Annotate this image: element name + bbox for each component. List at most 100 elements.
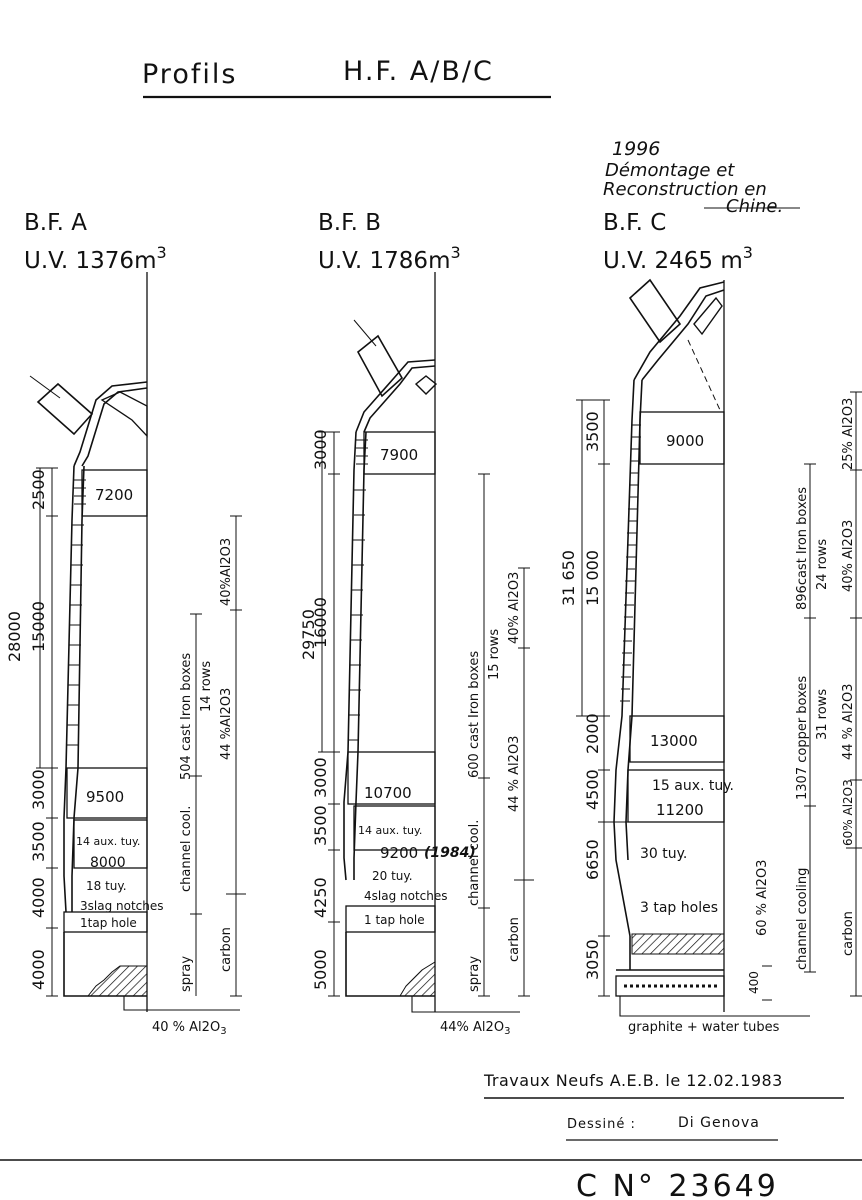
note-line-2: Démontage et — [605, 160, 735, 181]
furnace-b-carbon: carbon — [507, 917, 522, 962]
furnace-c-aux-tuyeres: 15 aux. tuy. — [652, 778, 734, 794]
furnace-b-dim-4: 3500 — [311, 805, 330, 846]
furnace-b-alumina-40: 40% Al2O3 — [507, 572, 522, 644]
furnace-a-uptake — [36, 382, 94, 436]
furnace-c: B.F. C U.V. 2465 m3 9000 13000 — [559, 210, 862, 1035]
furnace-a-aux-tuyeres: 14 aux. tuy. — [76, 835, 140, 848]
furnace-c-alumina-40: 40% Al2O3 — [841, 520, 856, 592]
furnace-b-rows: 15 rows — [487, 629, 502, 680]
furnace-a-dim-6: 4000 — [29, 949, 48, 990]
furnace-b-dim-2: 16000 — [311, 597, 330, 648]
furnace-c-width-hearth: 11200 — [656, 801, 704, 819]
furnace-c-dim-400: 400 — [747, 971, 761, 994]
furnace-c-tuyeres: 30 tuy. — [640, 846, 687, 862]
furnace-a-carbon: carbon — [219, 927, 234, 972]
furnace-c-alumina-60-far: 60% Al2O3 — [841, 779, 855, 846]
furnace-a: B.F. A U.V. 1376m3 7200 9500 — [5, 210, 246, 1037]
furnace-b-dim-6: 5000 — [311, 949, 330, 990]
furnace-c-alumina-60: 60 % Al2O3 — [755, 860, 770, 936]
furnace-b-slag-notches: 4slag notches — [364, 889, 448, 903]
furnace-c-volume: U.V. 2465 m3 — [603, 243, 753, 274]
furnace-b-width-hearth: 9200 — [380, 844, 418, 862]
furnace-a-alumina-40: 40%Al2O3 — [219, 538, 234, 606]
furnace-a-rows: 14 rows — [199, 661, 214, 712]
drawing-number: C N° 23649 — [576, 1169, 779, 1200]
furnace-c-dim-1: 3500 — [583, 411, 602, 452]
furnace-b-staves — [348, 439, 368, 741]
furnace-a-width-top: 7200 — [95, 486, 133, 504]
furnace-a-name: B.F. A — [24, 210, 87, 236]
furnace-a-dim-2: 15000 — [29, 601, 48, 652]
furnace-b-cast-iron-boxes: 600 cast Iron boxes — [467, 651, 482, 778]
furnace-a-dim-5: 4000 — [29, 877, 48, 918]
furnace-b-dim-5: 4250 — [311, 877, 330, 918]
furnace-a-width-hearth: 8000 — [90, 855, 126, 871]
furnace-a-tap-hole: 1tap hole — [80, 916, 137, 930]
note-year: 1996 — [612, 138, 660, 160]
furnace-c-alumina-25: 25% Al2O3 — [841, 398, 856, 470]
furnace-c-base: graphite + water tubes — [628, 1020, 780, 1035]
furnace-b-spray: spray — [467, 956, 482, 992]
furnace-b-dim-3: 3000 — [311, 757, 330, 798]
footer-drawn-name: Di Genova — [678, 1115, 760, 1131]
furnace-c-dim-total: 31 650 — [559, 550, 578, 606]
furnace-c-tap-holes: 3 tap holes — [640, 900, 718, 916]
furnace-b-dim-1: 3000 — [311, 429, 330, 470]
furnace-b-year-note: (1984) — [424, 845, 476, 861]
furnace-b-tuyeres: 20 tuy. — [372, 869, 413, 883]
footer-travaux: Travaux Neufs A.E.B. le 12.02.1983 — [483, 1071, 783, 1090]
furnace-c-rows-31: 31 rows — [815, 689, 830, 740]
furnace-a-alumina-44: 44 %Al2O3 — [219, 688, 234, 760]
furnace-a-volume: U.V. 1376m3 — [24, 243, 167, 274]
furnace-b-channel-cool: channel cool. — [467, 820, 482, 906]
furnace-a-cast-iron-boxes: 504 cast Iron boxes — [179, 653, 194, 780]
footer-drawn-label: Dessiné : — [567, 1117, 636, 1132]
furnace-b-tap-hole: 1 tap hole — [364, 913, 425, 927]
furnace-a-staves — [67, 479, 86, 746]
furnace-a-dim-4: 3500 — [29, 821, 48, 862]
furnace-c-rows-24: 24 rows — [815, 539, 830, 590]
furnace-b-dim-total: 29750 — [299, 609, 318, 660]
furnace-b: B.F. B U.V. 1786m3 7900 10700 9200 (1984… — [299, 210, 534, 1037]
furnace-b-volume: U.V. 1786m3 — [318, 243, 461, 274]
furnace-a-dim-1: 2500 — [29, 469, 48, 510]
furnace-b-width-top: 7900 — [380, 446, 418, 464]
furnace-c-width-belly: 13000 — [650, 732, 698, 750]
furnace-b-width-belly: 10700 — [364, 784, 412, 802]
furnace-a-tuyeres: 18 tuy. — [86, 879, 127, 893]
furnace-b-uptake — [356, 334, 404, 398]
furnace-a-slag-notches: 3slag notches — [80, 899, 164, 913]
title-profils: Profils — [142, 59, 237, 90]
furnace-b-alumina-44: 44 % Al2O3 — [507, 736, 522, 812]
furnace-c-dim-4: 4500 — [583, 769, 602, 810]
furnace-b-hearth-block — [399, 961, 436, 997]
furnace-c-channel-cooling: channel cooling — [795, 868, 810, 970]
furnace-c-dim-6: 3050 — [583, 939, 602, 980]
furnace-c-width-top: 9000 — [666, 432, 704, 450]
furnace-a-base-lining: 40 % Al2O3 — [152, 1020, 227, 1037]
note-line-3: Reconstruction en — [603, 179, 767, 200]
furnace-c-hearth-block — [631, 933, 725, 955]
furnace-a-channel-cool: channel cool. — [179, 806, 194, 892]
furnace-c-copper-boxes: 1307 copper boxes — [795, 676, 810, 800]
furnace-c-dim-2: 15 000 — [583, 550, 602, 606]
furnace-c-name: B.F. C — [603, 210, 666, 236]
handwritten-note: 1996 Démontage et Reconstruction en Chin… — [603, 138, 800, 217]
furnace-c-alumina-44: 44 % Al2O3 — [841, 684, 856, 760]
furnace-c-cast-iron-boxes: 896cast Iron boxes — [795, 487, 810, 610]
furnace-a-dim-total: 28000 — [5, 611, 24, 662]
furnace-c-dim-3: 2000 — [583, 713, 602, 754]
title-hf: H.F. A/B/C — [343, 56, 494, 87]
note-line-4: Chine. — [726, 196, 783, 217]
furnace-b-base-lining: 44% Al2O3 — [440, 1020, 510, 1037]
furnace-a-spray: spray — [179, 956, 194, 992]
furnace-c-staves — [620, 424, 641, 702]
furnace-a-dim-3: 3000 — [29, 769, 48, 810]
furnace-a-width-belly: 9500 — [86, 788, 124, 806]
furnace-c-dim-5: 6650 — [583, 839, 602, 880]
furnace-b-name: B.F. B — [318, 210, 381, 236]
furnace-b-aux-tuyeres: 14 aux. tuy. — [358, 824, 422, 837]
furnace-c-uptake — [628, 278, 682, 344]
furnace-a-hearth-block — [86, 965, 148, 997]
